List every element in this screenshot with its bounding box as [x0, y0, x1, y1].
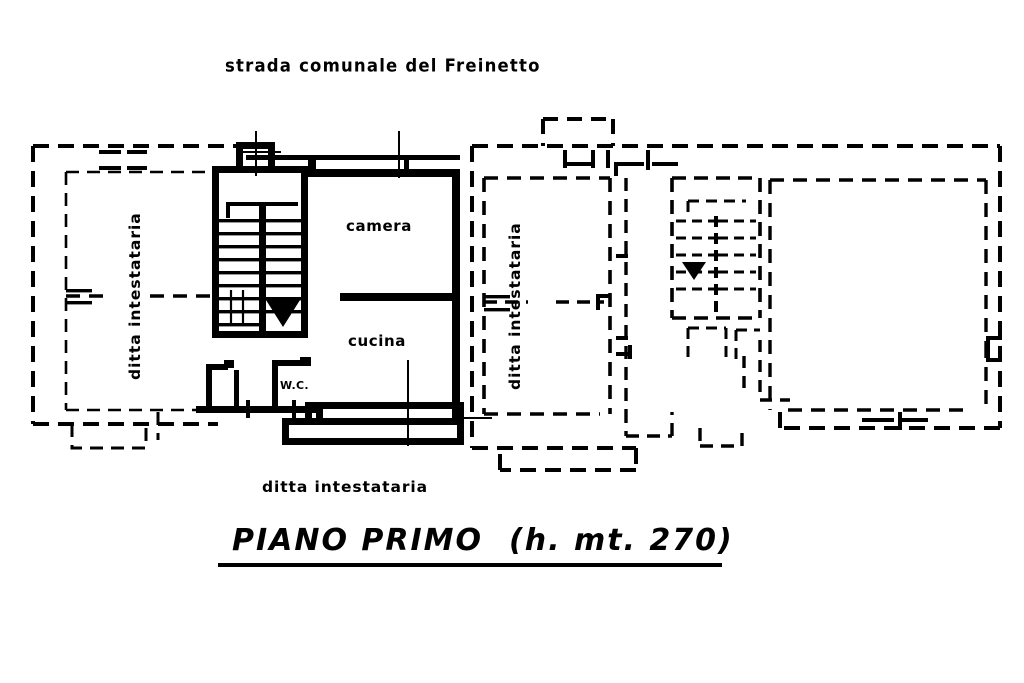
stair-going-line-left — [229, 290, 245, 326]
left-neighbor-inner-outline — [64, 170, 212, 412]
plan-title: PIANO PRIMO (h. mt. 270) — [232, 523, 734, 558]
wc-opening-ticks — [246, 400, 296, 418]
neighbor-label-left: ditta intestataria — [126, 212, 144, 380]
neighbor-stair-lower-details — [686, 326, 760, 362]
middle-neighbor-top-ticks — [563, 150, 678, 176]
neighbor-seam-details — [742, 340, 790, 402]
room-label-camera: camera — [346, 217, 412, 235]
middle-neighbor-partition-ticks — [484, 294, 610, 312]
right-neighbor-room-outline — [768, 178, 988, 412]
plan-title-floor: PIANO PRIMO — [232, 523, 484, 558]
camera-window-band — [246, 155, 460, 175]
stair-down-arrow-main — [266, 300, 300, 327]
stair-landing — [226, 202, 298, 218]
middle-neighbor-outline — [470, 144, 1000, 472]
middle-neighbor-top-bay — [541, 117, 615, 146]
left-neighbor-openings — [99, 150, 147, 170]
stair-treads-left — [219, 219, 261, 327]
right-neighbor-outline — [778, 146, 1002, 430]
neighbor-stair-treads — [676, 219, 756, 291]
neighbor-stair-landing — [686, 199, 746, 216]
neighbor-stair-down-arrow — [682, 262, 706, 280]
neighbor-label-middle: ditta intestataria — [506, 222, 524, 390]
right-neighbor-openings — [862, 336, 1002, 430]
bottom-dashed-returns — [670, 412, 744, 448]
balcony-section-tick — [407, 360, 492, 446]
room-label-cucina: cucina — [348, 332, 407, 350]
neighbor-label-bottom: ditta intestataria — [262, 478, 428, 496]
neighbor-stair-enclosure — [670, 176, 762, 320]
stair-treads-right — [264, 219, 302, 314]
plan-title-underline — [218, 563, 722, 567]
middle-neighbor-right-ticks — [616, 254, 632, 359]
plan-title-height: (h. mt. 270) — [509, 523, 734, 558]
balcony-outline — [282, 402, 464, 445]
section-marker-ticks — [240, 131, 424, 178]
left-neighbor-outline — [31, 144, 248, 426]
middle-neighbor-right-partitions — [624, 178, 672, 438]
stair-enclosure-walls — [212, 166, 308, 338]
street-label: strada comunale del Freinetto — [225, 56, 541, 76]
left-neighbor-bottom-projections — [70, 412, 160, 450]
stair-central-stringer — [259, 206, 266, 332]
apartment-solid-walls — [308, 155, 460, 417]
left-neighbor-partition-ticks — [66, 289, 92, 305]
room-label-wc: W.C. — [280, 379, 309, 392]
